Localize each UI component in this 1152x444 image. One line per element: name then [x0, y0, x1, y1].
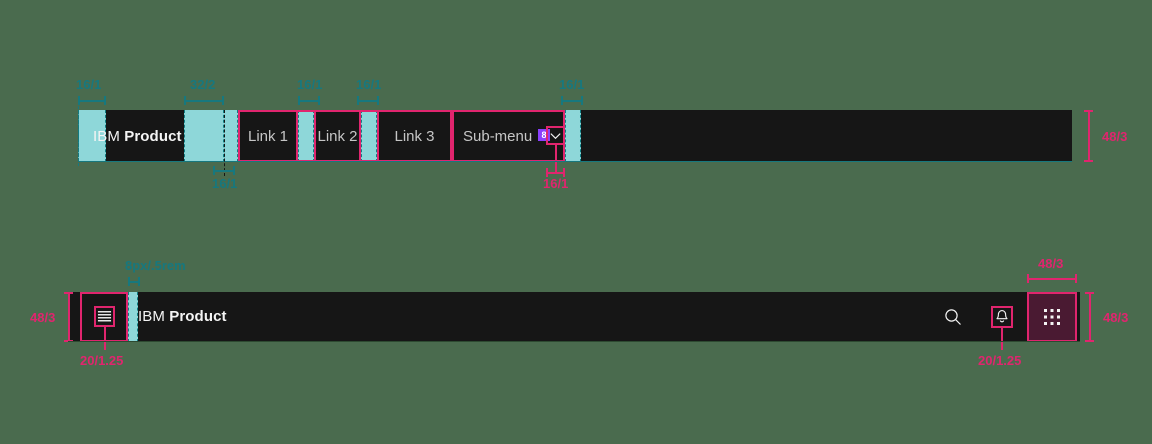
bell-icon-measure-box [991, 306, 1013, 328]
brand-prefix: IBM [93, 128, 120, 145]
nav-item-label: Sub-menu [463, 128, 533, 145]
bell-icon-leader-line [1001, 328, 1003, 350]
app-switcher-grid-icon[interactable] [1042, 307, 1062, 327]
spacer-after-brand [184, 110, 224, 162]
brand-name: Product [124, 128, 182, 145]
chevron-down-icon[interactable] [548, 128, 563, 143]
nav-item-label: Link 1 [247, 128, 289, 145]
measure-bracket-grid-width [1027, 274, 1077, 283]
mobile-header-bar [68, 292, 1080, 342]
notification-bell-icon[interactable] [994, 309, 1010, 325]
chevron-down-measure-box [546, 126, 565, 145]
measure-label-after-brand: 32/2 [190, 77, 216, 92]
measure-label-grid-height: 48/3 [1103, 310, 1129, 325]
measure-label-bell-icon: 20/1.25 [978, 353, 1022, 368]
mobile-baseline [68, 341, 1080, 342]
search-icon[interactable] [943, 307, 963, 327]
spacer-link2-link3 [361, 110, 377, 162]
measure-label-header-height: 48/3 [1102, 129, 1128, 144]
brand-name: Product [169, 308, 227, 325]
spacer-brand-trailing [224, 110, 238, 162]
chevron-measure-bracket [546, 168, 565, 177]
measure-bracket-link1-link2 [298, 96, 320, 105]
measure-label-leading: 16/1 [76, 77, 102, 92]
spacer-after-submenu [565, 110, 581, 162]
measure-label-brand-gap: 8px/.5rem [125, 258, 186, 273]
measure-bracket-header-height [1084, 110, 1093, 162]
measure-label-link1-link2: 16/1 [297, 77, 323, 92]
nav-strip-top-rule [238, 110, 565, 112]
brand-prefix: IBM [138, 308, 165, 325]
measure-bracket-mobile-height [64, 292, 73, 342]
measure-bracket-brand-bottom [213, 166, 235, 175]
measure-bracket-after-submenu [561, 96, 583, 105]
spacer-link1-link2 [298, 110, 314, 162]
measure-label-brand-bottom: 16/1 [212, 176, 238, 191]
nav-item-label: Link 3 [394, 128, 435, 145]
guide-line-brand [224, 110, 225, 176]
spacer-brand-gap [128, 292, 138, 342]
desktop-baseline [78, 161, 1072, 162]
measure-label-menu-icon: 20/1.25 [80, 353, 124, 368]
measure-bracket-link2-link3 [357, 96, 379, 105]
measure-label-mobile-height: 48/3 [30, 310, 56, 325]
chevron-leader-line [555, 145, 557, 172]
measure-label-chevron: 16/1 [543, 176, 569, 191]
guide-line-left [78, 96, 79, 166]
measure-label-grid-width: 48/3 [1038, 256, 1064, 271]
hamburger-icon-measure-box [94, 306, 115, 327]
measure-bracket-grid-height [1085, 292, 1094, 342]
measure-bracket-leading [78, 96, 106, 105]
brand-label[interactable]: IBM Product [93, 129, 182, 144]
measure-label-link2-link3: 16/1 [356, 77, 382, 92]
spacer-leading [78, 110, 106, 162]
measure-bracket-brand-gap [128, 277, 140, 286]
menu-icon-leader-line [104, 327, 106, 350]
hamburger-menu-icon[interactable] [97, 309, 112, 324]
measure-label-after-submenu: 16/1 [559, 77, 585, 92]
measure-bracket-after-brand [184, 96, 224, 105]
nav-item-label: Link 2 [317, 128, 358, 145]
mobile-brand-label[interactable]: IBM Product [138, 309, 227, 324]
